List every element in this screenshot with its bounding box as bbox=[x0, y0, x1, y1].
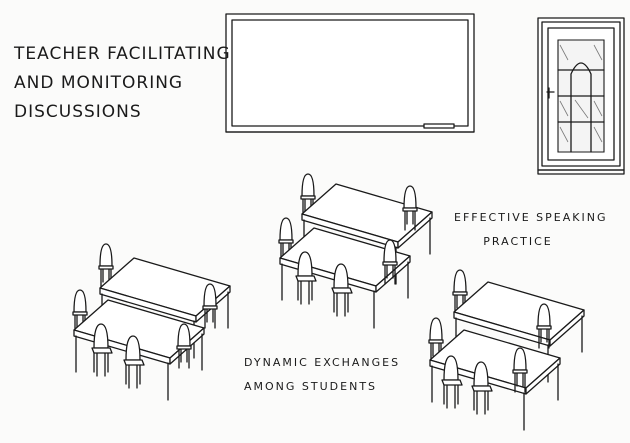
desk-group-middle bbox=[278, 173, 433, 329]
dynamic-exchanges-label: Dynamic exchanges among students bbox=[244, 351, 400, 399]
door bbox=[537, 17, 625, 175]
speaking-line-1: Effective speaking bbox=[454, 211, 608, 224]
title-line-2: and monitoring bbox=[14, 73, 184, 93]
title-line-1: Teacher facilitating bbox=[14, 44, 231, 64]
title-label: Teacher facilitating and monitoring disc… bbox=[14, 40, 231, 127]
exchanges-line-2: among students bbox=[244, 380, 378, 393]
title-line-3: discussions bbox=[14, 102, 142, 122]
speaking-line-2: practice bbox=[483, 235, 553, 248]
desk-group-left bbox=[72, 243, 231, 401]
speaking-practice-label: Effective speaking practice bbox=[454, 206, 608, 254]
desk-group-right bbox=[428, 269, 585, 431]
exchanges-line-1: Dynamic exchanges bbox=[244, 356, 401, 369]
whiteboard bbox=[225, 13, 475, 133]
